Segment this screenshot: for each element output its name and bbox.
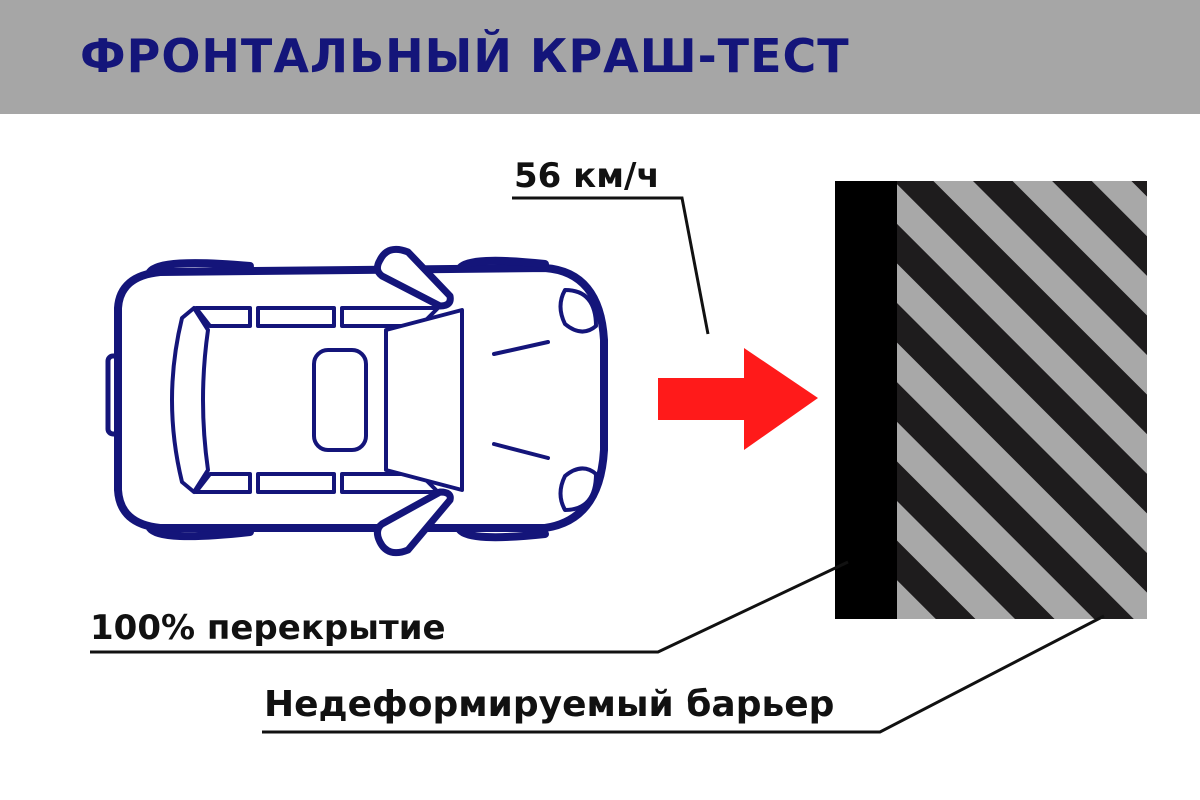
overlap-leader-line [90, 560, 849, 654]
barrier-stripes [896, 181, 1147, 619]
barrier-label: Недеформируемый барьер [264, 684, 835, 725]
direction-arrow-icon [658, 348, 818, 450]
barrier-face [835, 181, 897, 619]
speed-label: 56 км/ч [514, 156, 660, 196]
page-title: ФРОНТАЛЬНЫЙ КРАШ-ТЕСТ [80, 29, 850, 83]
car-top-view-icon [105, 245, 608, 557]
speed-leader-line [512, 196, 710, 335]
overlap-label: 100% перекрытие [90, 608, 446, 648]
header-bar: ФРОНТАЛЬНЫЙ КРАШ-ТЕСТ [0, 0, 1200, 114]
barrier-leader-line [262, 614, 1105, 734]
